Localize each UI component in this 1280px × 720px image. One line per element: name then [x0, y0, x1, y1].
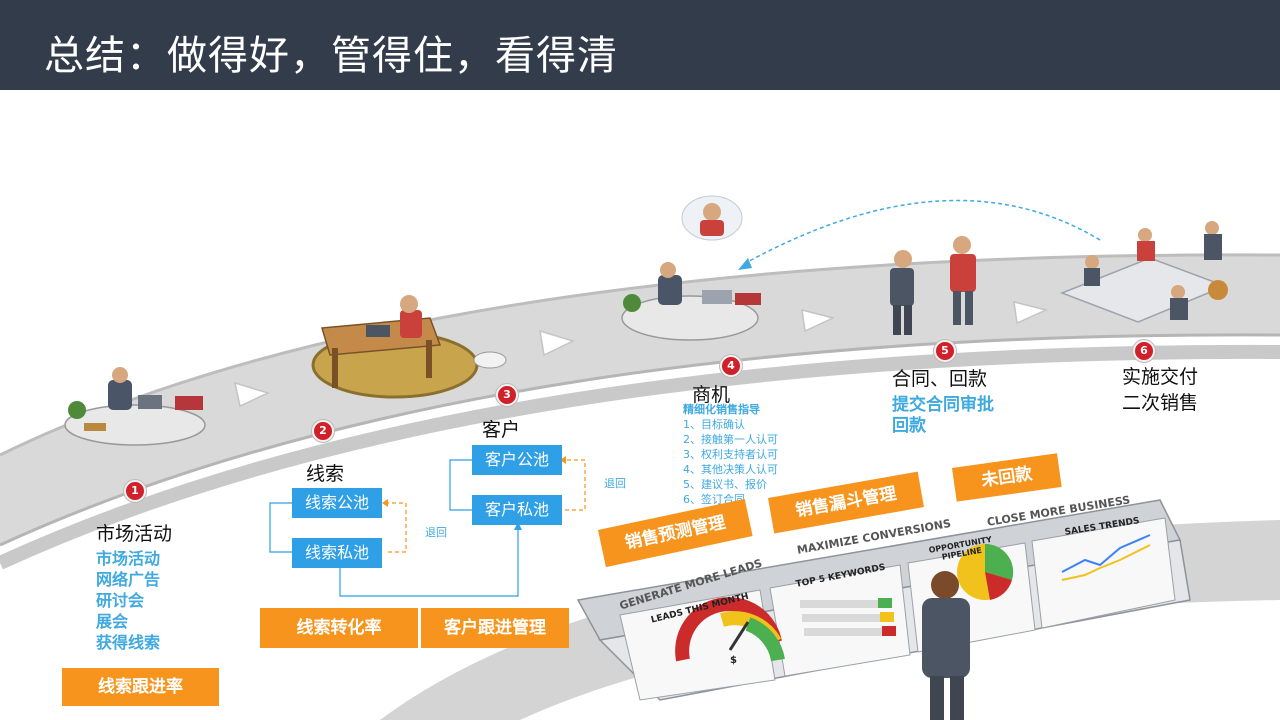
lead-public-pool: 线索公池	[292, 488, 382, 518]
road-arrow	[1013, 301, 1049, 325]
list-item: 3、权利支持者认可	[683, 448, 778, 461]
connector	[339, 526, 519, 597]
customer-follow-mgmt-box: 客户跟进管理	[421, 608, 569, 648]
return-line	[388, 502, 407, 553]
lead-private-pool: 线索私池	[292, 538, 382, 568]
step-1-title: 市场活动	[96, 523, 173, 545]
step-3-badge: 3	[496, 384, 518, 406]
road-side	[0, 344, 1280, 570]
step-5-list: 提交合同审批 回款	[892, 395, 994, 437]
list-item: 研讨会	[96, 591, 145, 610]
step-6-title-line: 二次销售	[1122, 392, 1199, 414]
step-5-badge: 5	[934, 340, 956, 362]
list-item: 回款	[892, 416, 926, 436]
step-3-title: 客户	[482, 419, 521, 441]
desk-scene-4	[621, 262, 761, 341]
list-item: 网络广告	[96, 570, 161, 589]
road-edge-top	[0, 253, 1280, 457]
process-road-illustration	[0, 195, 1280, 720]
return-curve	[741, 199, 1101, 266]
list-item: 2、接触第一人认可	[683, 433, 778, 446]
step-6-title-line: 实施交付	[1122, 366, 1199, 388]
desk-scene-2	[311, 295, 507, 399]
connector	[269, 502, 292, 553]
road-arrows	[233, 301, 1049, 408]
page-title: 总结：做得好，管得住，看得清	[44, 33, 618, 79]
step-4-title: 商机	[692, 384, 731, 406]
return-line	[565, 459, 586, 511]
step-1-list: 市场活动 网络广告 研讨会 展会 获得线索	[96, 548, 160, 653]
dashboard-console	[576, 499, 1191, 720]
list-item: 展会	[96, 612, 129, 631]
step-1-badge: 1	[124, 480, 146, 502]
step-2-badge: 2	[312, 420, 334, 442]
lead-conversion-rate-box: 线索转化率	[260, 608, 418, 648]
meeting-scene	[1059, 221, 1228, 323]
handshake-scene	[890, 236, 976, 335]
road-surface	[0, 254, 1280, 545]
step-2-title: 线索	[306, 463, 345, 485]
step-4-badge: 4	[720, 355, 742, 377]
list-item: 获得线索	[96, 633, 161, 652]
customer-return-label: 退回	[604, 477, 626, 490]
list-item: 市场活动	[96, 549, 161, 568]
customer-private-pool: 客户私池	[472, 495, 562, 525]
road-arrow	[233, 381, 271, 408]
step-4-list: 精细化销售指导 1、目标确认 2、接触第一人认可 3、权利支持者认可 4、其他决…	[683, 402, 778, 507]
step-6-badge: 6	[1133, 340, 1155, 362]
lead-return-label: 退回	[425, 526, 447, 539]
list-heading: 精细化销售指导	[683, 403, 760, 416]
list-item: 1、目标确认	[683, 418, 745, 431]
connector	[449, 459, 472, 511]
list-item: 5、建议书、报价	[683, 478, 767, 491]
gauge-dollar-symbol: $	[730, 655, 737, 666]
lead-follow-rate-box: 线索跟进率	[62, 668, 219, 706]
road-arrow	[801, 308, 836, 333]
list-item: 4、其他决策人认可	[683, 463, 778, 476]
customer-public-pool: 客户公池	[472, 445, 562, 475]
road-arrow	[539, 329, 576, 357]
desk-scene-1	[64, 367, 206, 446]
title-bar: 总结：做得好，管得住，看得清	[0, 0, 1280, 90]
list-item: 提交合同审批	[892, 395, 994, 415]
road-edge-bottom	[0, 333, 1280, 547]
step-5-title: 合同、回款	[892, 368, 988, 390]
phone-avatar	[681, 195, 743, 241]
step-6-title: 实施交付 二次销售	[1122, 364, 1198, 416]
